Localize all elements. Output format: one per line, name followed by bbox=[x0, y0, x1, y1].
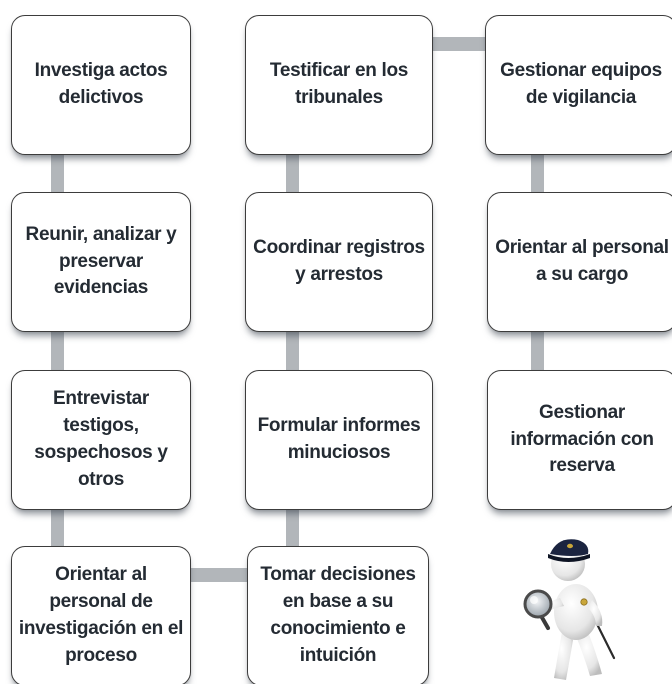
node-formular: Formular informes minuciosos bbox=[245, 370, 433, 510]
connector-gestionar-orientar-cargo bbox=[531, 150, 544, 196]
node-label: Orientar al personal de investigación en… bbox=[18, 564, 184, 666]
connector-orientar-tomar bbox=[180, 568, 252, 582]
node-gestionar-equipos: Gestionar equipos de vigilancia bbox=[485, 15, 672, 155]
node-orientar-personal-cargo: Orientar al personal a su cargo bbox=[487, 192, 672, 332]
connector-testificar-gestionar bbox=[428, 37, 490, 51]
connector-entrevistar-orientar bbox=[51, 506, 64, 550]
connector-formular-coordinar bbox=[286, 328, 299, 374]
node-investiga: Investiga actos delictivos bbox=[11, 15, 191, 155]
node-label: Gestionar equipos de vigilancia bbox=[500, 60, 662, 108]
node-label: Investiga actos delictivos bbox=[34, 60, 168, 108]
connector-coordinar-testificar bbox=[286, 150, 299, 196]
node-label: Entrevistar testigos, sospechosos y otro… bbox=[34, 388, 168, 490]
node-entrevistar: Entrevistar testigos, sospechosos y otro… bbox=[11, 370, 191, 510]
node-label: Orientar al personal a su cargo bbox=[495, 237, 669, 285]
node-orientar-investigacion: Orientar al personal de investigación en… bbox=[11, 546, 191, 684]
detective-figure-icon bbox=[523, 539, 616, 680]
connector-tomar-formular bbox=[286, 506, 299, 550]
node-tomar-decisiones: Tomar decisiones en base a su conocimien… bbox=[247, 546, 429, 684]
node-coordinar: Coordinar registros y arrestos bbox=[245, 192, 433, 332]
node-testificar: Testificar en los tribunales bbox=[245, 15, 433, 155]
node-label: Testificar en los tribunales bbox=[269, 60, 409, 108]
node-label: Formular informes minuciosos bbox=[257, 415, 421, 463]
connector-reunir-entrevistar bbox=[51, 328, 64, 374]
node-label: Reunir, analizar y preservar evidencias bbox=[25, 223, 177, 299]
connector-investiga-reunir bbox=[51, 150, 64, 196]
node-label: Coordinar registros y arrestos bbox=[253, 237, 425, 285]
node-gestionar-informacion: Gestionar información con reserva bbox=[487, 370, 672, 510]
node-label: Tomar decisiones en base a su conocimien… bbox=[260, 564, 416, 666]
connector-orientar-cargo-gestionar-info bbox=[531, 328, 544, 374]
node-label: Gestionar información con reserva bbox=[510, 401, 654, 477]
node-reunir: Reunir, analizar y preservar evidencias bbox=[11, 192, 191, 332]
